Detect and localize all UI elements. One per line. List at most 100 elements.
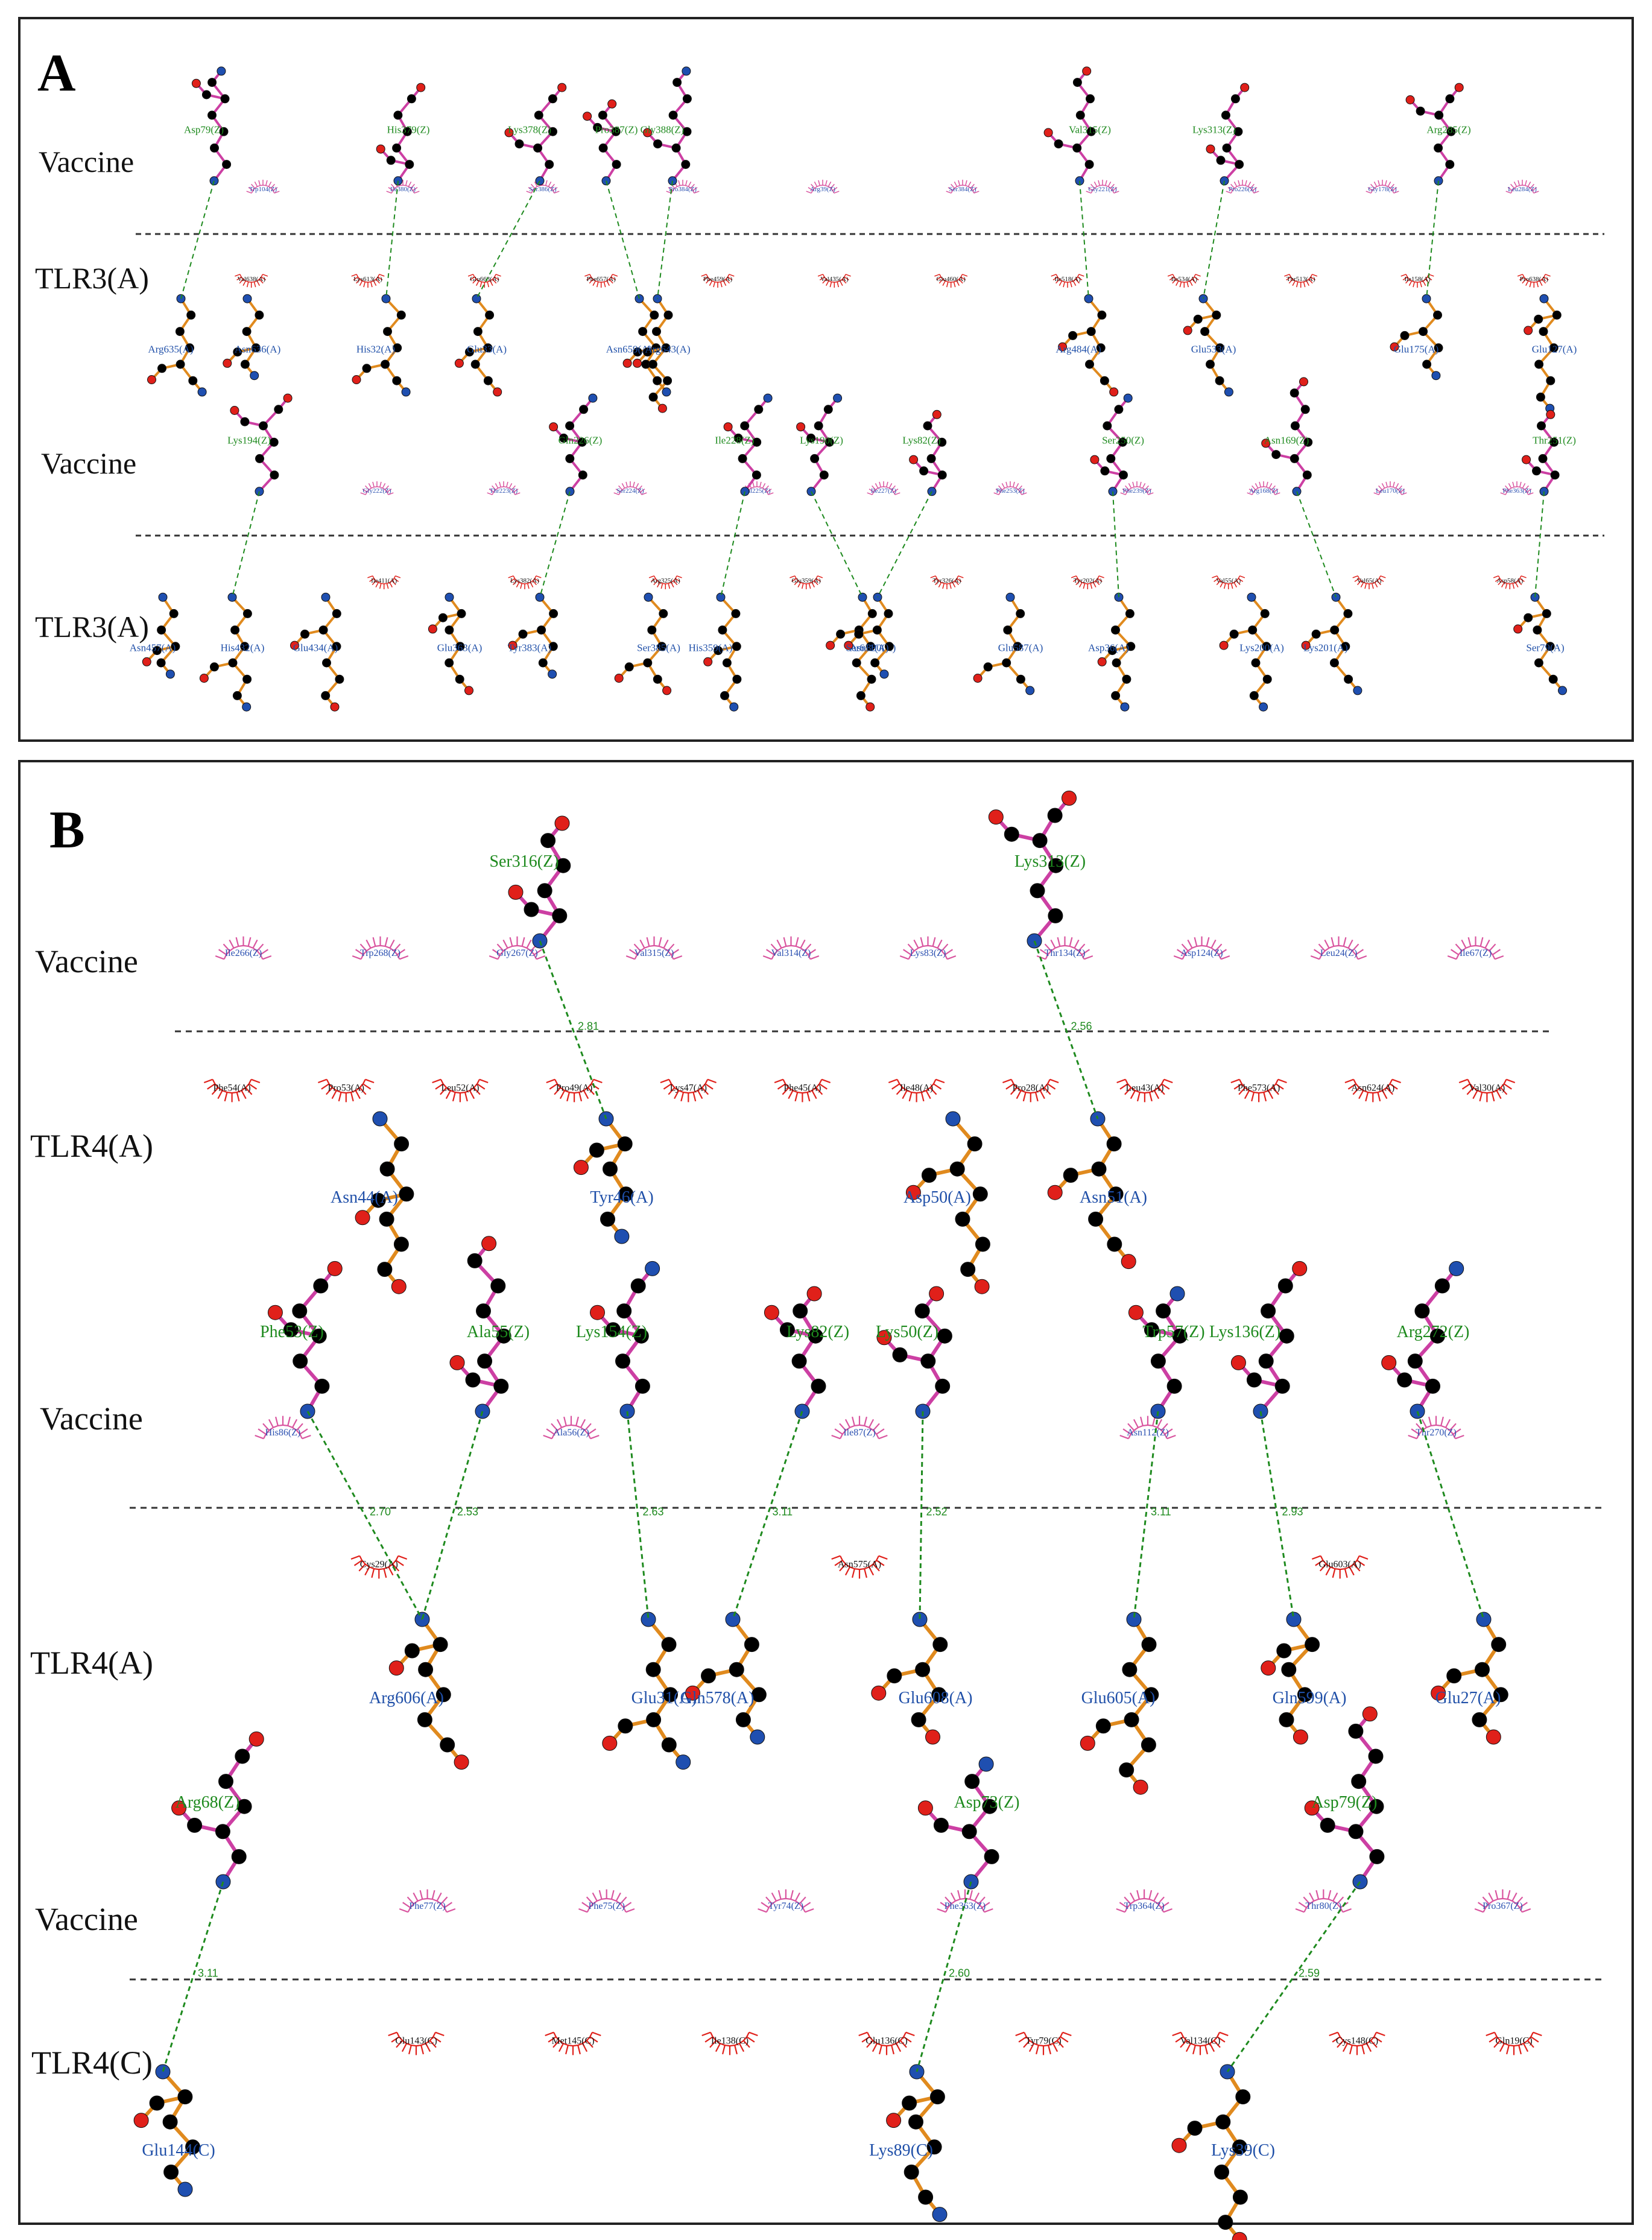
hbond-distance: 2.53 bbox=[457, 1506, 478, 1518]
residue-label: Ser79(A) bbox=[1526, 642, 1564, 654]
hydrophobic-label: Val134(C) bbox=[1180, 2036, 1221, 2046]
hbond-line bbox=[180, 180, 215, 299]
residue-label: Thr251(Z) bbox=[1533, 435, 1576, 446]
residue-label: His359(A) bbox=[689, 642, 733, 654]
panel-b-letter: B bbox=[49, 801, 85, 859]
hydrophobic-contact-val638-a: Val638(A) bbox=[235, 274, 268, 288]
hydrophobic-contact-pro53-a: Pro53(A) bbox=[318, 1078, 375, 1103]
residue-label: Asn51(A) bbox=[1080, 1188, 1147, 1207]
hydrophobic-contact-ile266-z: Ile266(Z) bbox=[215, 936, 272, 960]
residue-label: Ser385(A) bbox=[637, 642, 680, 654]
residue-asp36-a: Asp36(A) bbox=[1088, 592, 1136, 712]
hydrophobic-contact-lys83-z: Lys83(Z) bbox=[899, 936, 957, 960]
hydrophobic-contact-val314-z: Val314(Z) bbox=[762, 936, 820, 960]
residue-label: Gln599(A) bbox=[1273, 1689, 1347, 1707]
hydrophobic-label: Phe77(Z) bbox=[409, 1901, 445, 1911]
residue-tyr383-a: Tyr383(A) bbox=[508, 592, 559, 679]
hydrophobic-contact-val65-a: Val65(A) bbox=[1352, 575, 1386, 589]
hydrophobic-label: Ser386(Z) bbox=[529, 186, 557, 193]
hbond-distance: 2.56 bbox=[1071, 1020, 1092, 1033]
hydrophobic-label: Asn575(A) bbox=[838, 1560, 881, 1570]
hbond-line bbox=[606, 180, 640, 299]
section-b3: Vaccine TLR4(C) Phe77(Z)Phe75(Z)Tyr74(Z)… bbox=[31, 1706, 1604, 2240]
residue-ser250-z: Ser250(Z) bbox=[1090, 393, 1144, 496]
hydrophobic-contact-arg39-z: Arg39(Z) bbox=[806, 180, 840, 194]
section-b3-top-label: Vaccine bbox=[35, 1901, 138, 1937]
hydrophobic-label: Arg39(Z) bbox=[810, 186, 835, 193]
residue-label: Glu605(A) bbox=[1081, 1689, 1156, 1707]
residue-label: Ala55(Z) bbox=[467, 1323, 530, 1341]
hbond-distance: 2.63 bbox=[643, 1506, 664, 1518]
residue-label: Gln578(A) bbox=[680, 1689, 755, 1707]
residue-arg68-z: Arg68(Z) bbox=[171, 1731, 264, 1890]
hydrophobic-label: Gly222(Z) bbox=[362, 487, 391, 495]
residue-label: Lys154(Z) bbox=[576, 1323, 647, 1341]
hydrophobic-label: Leu284(Z) bbox=[1508, 186, 1537, 193]
hydrophobic-label: Leu170(Z) bbox=[1376, 487, 1405, 495]
section-b2-top-label: Vaccine bbox=[40, 1400, 143, 1437]
hydrophobic-contact-phe253-z: Phe253(Z) bbox=[993, 481, 1027, 495]
residue-ala55-z: Ala55(Z) bbox=[449, 1236, 530, 1419]
residue-label: Lys136(Z) bbox=[1209, 1323, 1280, 1341]
hbond-distance: 3.11 bbox=[773, 1506, 793, 1518]
residue-asn659-a: Asn659(A) bbox=[606, 294, 671, 397]
hydrophobic-contact-glu359-a: Glu359(A) bbox=[790, 575, 823, 589]
residue-label: Lys200(A) bbox=[1239, 642, 1284, 654]
residue-label: Lys82(Z) bbox=[902, 435, 940, 446]
hydrophobic-label: Ser384(Z) bbox=[949, 186, 976, 193]
hydrophobic-contact-ile518-a: Ile518(A) bbox=[1051, 274, 1084, 288]
hydrophobic-label: His86(Z) bbox=[265, 1428, 301, 1438]
residue-label: Val315(Z) bbox=[1069, 124, 1111, 136]
residue-asn44-a: Asn44(A) bbox=[331, 1111, 414, 1294]
residue-trp57-z: Trp57(Z) bbox=[1128, 1286, 1205, 1419]
hydrophobic-label: Glu136(C) bbox=[866, 2036, 907, 2046]
residue-glu605-a: Glu605(A) bbox=[1080, 1612, 1159, 1795]
hydrophobic-label: Leu43(A) bbox=[1125, 1083, 1163, 1093]
section-a2-top-label: Vaccine bbox=[41, 446, 136, 480]
residue-lys201-a: Lys201(A) bbox=[1301, 592, 1362, 695]
hydrophobic-contact-phe239-z: Phe239(Z) bbox=[1120, 481, 1154, 495]
hbond-line bbox=[385, 180, 399, 299]
hydrophobic-contact-tyr202-a: Tyr202(A) bbox=[1071, 575, 1104, 589]
residue-gln226-z: Gln226(Z) bbox=[549, 393, 602, 496]
hydrophobic-contact-phe459-a: Phe459(A) bbox=[701, 274, 735, 288]
hydrophobic-label: Thr80(Z) bbox=[1306, 1901, 1342, 1911]
hydrophobic-contact-leu170-z: Leu170(Z) bbox=[1373, 481, 1407, 495]
residue-lys194-z: Lys194(Z) bbox=[227, 393, 293, 496]
hydrophobic-contact-lys382-a: Lys382(A) bbox=[508, 575, 542, 589]
hbond-distance: 2.93 bbox=[1282, 1506, 1303, 1518]
residue-glu175-a: Glu175(A) bbox=[1390, 294, 1443, 381]
residue-label: Ser250(Z) bbox=[1102, 435, 1144, 446]
hbond-line bbox=[626, 1411, 650, 1620]
residue-phe53-z: Phe53(Z) bbox=[260, 1261, 343, 1419]
residue-label: Arg285(Z) bbox=[1426, 124, 1470, 136]
hydrophobic-label: Ile518(A) bbox=[1054, 276, 1081, 283]
residue-his379-z: His379(Z) bbox=[376, 83, 430, 186]
hydrophobic-label: Leu24(Z) bbox=[1320, 948, 1357, 958]
residue-label: Lys50(Z) bbox=[876, 1323, 938, 1341]
hydrophobic-contact-gly221-z: Gly221(Z) bbox=[1086, 180, 1119, 194]
hydrophobic-contact-his86-z: His86(Z) bbox=[255, 1416, 311, 1440]
hydrophobic-contact-phe75-z: Phe75(Z) bbox=[578, 1889, 635, 1913]
residue-label: Glu33(A) bbox=[467, 344, 507, 355]
residue-label: Phe53(Z) bbox=[260, 1323, 324, 1341]
hbond-line bbox=[1112, 491, 1119, 598]
hydrophobic-label: Phe75(Z) bbox=[588, 1901, 624, 1911]
residue-glu127-a: Glu127(A) bbox=[1524, 294, 1577, 413]
residue-lys50-z: Lys50(Z) bbox=[876, 1286, 952, 1419]
residue-ser385-a: Ser385(A) bbox=[614, 592, 680, 695]
hydrophobic-label: Val30(A) bbox=[1469, 1083, 1505, 1093]
residue-label: His379(Z) bbox=[387, 124, 430, 136]
hydrophobic-contact-trp268-z: Trp268(Z) bbox=[352, 936, 409, 960]
hydrophobic-contact-thr513-a: Thr513(A) bbox=[1284, 274, 1318, 288]
hydrophobic-label: Met145(C) bbox=[551, 2036, 594, 2046]
hydrophobic-label: Ile266(Z) bbox=[225, 948, 262, 958]
residue-glu363-a: Glu363(A) bbox=[428, 592, 482, 695]
residue-his359-a: His359(A) bbox=[689, 592, 742, 712]
hydrophobic-contact-pro226-z: Pro226(Z) bbox=[1226, 180, 1259, 194]
residue-label: Glu587(A) bbox=[998, 642, 1043, 654]
hbond-line bbox=[720, 491, 745, 598]
